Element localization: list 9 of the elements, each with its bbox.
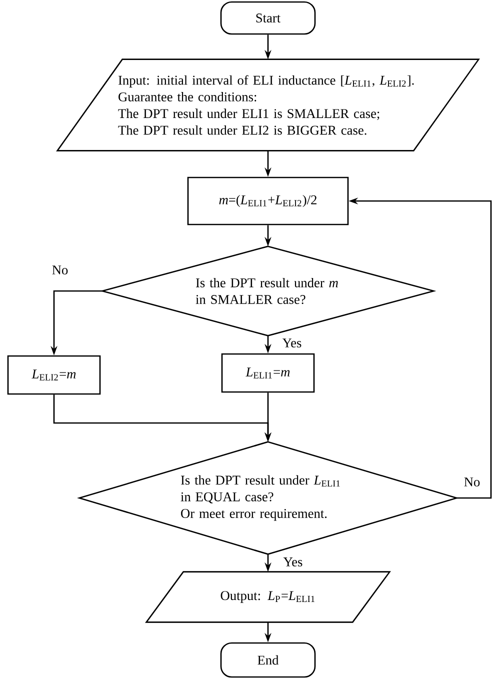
- edge-label: Yes: [280, 337, 304, 349]
- process-box: m=(L$_{ELI1}$+L$_{ELI2}$)/2: [187, 176, 349, 226]
- terminal-box: End: [220, 642, 316, 678]
- edge-label: Yes: [282, 556, 304, 568]
- edge-label: No: [50, 264, 70, 276]
- process-box: L$_{ELI1}$=m: [221, 353, 315, 393]
- edge-label: No: [462, 476, 482, 488]
- terminal-box: Start: [220, 1, 316, 35]
- process-box: L$_{ELI2}$=m: [7, 355, 101, 395]
